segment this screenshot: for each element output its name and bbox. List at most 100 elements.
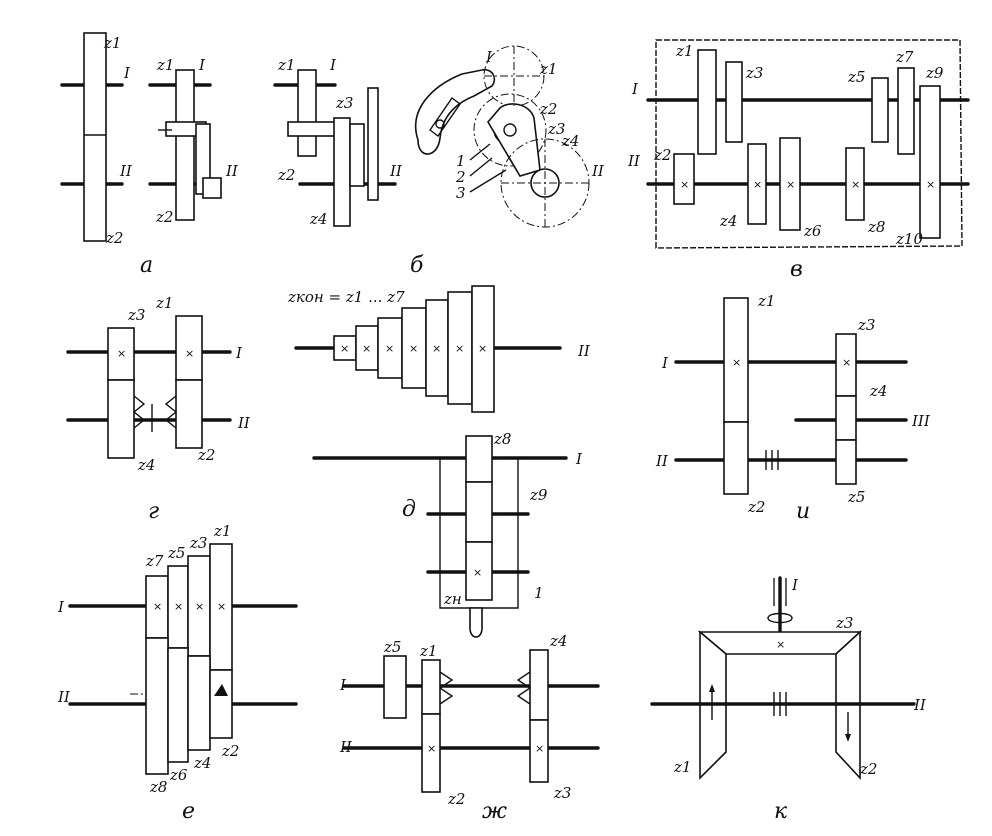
label-z2: z2 — [221, 742, 239, 760]
label-shaft-II: II — [339, 738, 353, 756]
label-z6: z6 — [169, 766, 188, 784]
label-z3: z3 — [189, 534, 207, 552]
label-z5: z5 — [847, 488, 865, 506]
svg-text:×: × — [195, 600, 204, 613]
label-shaft-I: I — [575, 450, 583, 468]
caption-d: д — [402, 497, 416, 522]
svg-text:×: × — [776, 638, 785, 651]
panel-v: × × × × × z1 z3 z5 z7 z9 I II z2 z4 z6 z… — [627, 39, 970, 282]
label-shaft-I: I — [339, 676, 347, 694]
svg-text:×: × — [851, 178, 860, 191]
caption-zh: ж — [482, 799, 507, 824]
svg-text:×: × — [340, 342, 349, 355]
label-2: 2 — [455, 168, 466, 186]
label-zn: zн — [443, 590, 462, 608]
panel-a: z1 I II z2 z1 I II z2 а — [60, 32, 239, 278]
svg-text:×: × — [427, 742, 436, 755]
svg-text:×: × — [117, 347, 126, 360]
label-shaft-III: III — [911, 412, 931, 430]
panel-i: × × z1 z3 z4 I II III z2 z5 и — [655, 292, 931, 524]
label-shaft-II: II — [627, 152, 641, 170]
label-z1: z1 — [675, 42, 693, 60]
panel-e: × × × × z7 z5 z3 z1 I II z8 z6 z4 z2 е — [57, 522, 298, 824]
label-z5: z5 — [383, 638, 401, 656]
svg-text:×: × — [926, 178, 935, 191]
label-1: 1 — [456, 152, 466, 170]
svg-text:×: × — [185, 347, 194, 360]
label-z1: z1 — [213, 522, 231, 540]
label-shaft-I-k: I — [485, 48, 493, 66]
svg-text:×: × — [455, 342, 464, 355]
label-z4: z4 — [137, 456, 155, 474]
label-z2: z2 — [859, 760, 877, 778]
svg-text:×: × — [409, 342, 418, 355]
caption-b: б — [410, 253, 424, 278]
panel-zh: × × z5 z1 z4 I II z2 z3 ж — [339, 632, 600, 824]
caption-g: г — [148, 499, 159, 524]
panel-b: z1 I z2 z3 II z4 I z1 z2 z3 z4 II 1 2 3 … — [273, 45, 605, 278]
panel-k: × I z3 II z1 z2 к — [650, 576, 927, 824]
label-z1: z1 — [757, 292, 775, 310]
label-z1b: z1 — [156, 56, 174, 74]
label-shaft-Ib: I — [198, 56, 206, 74]
label-z3: z3 — [745, 64, 763, 82]
svg-text:×: × — [842, 356, 851, 369]
svg-text:×: × — [680, 178, 689, 191]
label-z4: z4 — [869, 382, 887, 400]
caption-e: е — [182, 799, 195, 824]
label-z7: z7 — [895, 48, 914, 66]
label-z8: z8 — [867, 218, 885, 236]
svg-text:×: × — [174, 600, 183, 613]
label-shaft-II: II — [57, 688, 71, 706]
label-z2b: z2 — [155, 208, 173, 226]
label-z2-k: z2 — [539, 100, 557, 118]
label-z3: z3 — [335, 94, 353, 112]
label-z1-k: z1 — [539, 60, 557, 78]
svg-text:×: × — [473, 566, 482, 579]
label-z3: z3 — [835, 614, 853, 632]
label-z1: z1 — [103, 34, 121, 52]
label-z7: z7 — [145, 552, 164, 570]
label-z1: z1 — [673, 758, 691, 776]
svg-text:×: × — [732, 356, 741, 369]
label-shaft-I: I — [631, 80, 639, 98]
label-z8: z8 — [149, 778, 167, 796]
svg-text:×: × — [217, 600, 226, 613]
panel-d: zкон = z1 ... z7 × × × × × × × II × z8 I — [287, 285, 591, 638]
label-z2: z2 — [653, 146, 671, 164]
svg-text:×: × — [478, 342, 487, 355]
caption-v: в — [790, 257, 803, 282]
label-shaft-II: II — [237, 414, 251, 432]
label-shaft-I: I — [791, 576, 799, 594]
label-shaft-II: II — [913, 696, 927, 714]
label-shaft-II: II — [119, 162, 133, 180]
label-z5: z5 — [847, 68, 865, 86]
label-z6: z6 — [803, 222, 822, 240]
caption-k: к — [774, 799, 788, 824]
label-shaft-IIb: II — [225, 162, 239, 180]
panel-g: × × z3 z1 I II z4 z2 г — [66, 294, 251, 524]
label-shaft-I: I — [329, 56, 337, 74]
label-z1: z1 — [419, 642, 437, 660]
caption-i: и — [796, 499, 810, 524]
label-z9: z9 — [925, 64, 944, 82]
svg-text:×: × — [385, 342, 394, 355]
label-z4: z4 — [549, 632, 567, 650]
label-shaft-II: II — [655, 452, 669, 470]
label-shaft-I: I — [123, 64, 131, 82]
formula-zkon: zкон = z1 ... z7 — [287, 288, 405, 306]
label-z1: z1 — [277, 56, 295, 74]
label-z9: z9 — [529, 486, 548, 504]
label-3: 3 — [456, 184, 466, 202]
label-z10: z10 — [895, 230, 923, 248]
label-z2: z2 — [277, 166, 295, 184]
label-1: 1 — [534, 584, 544, 602]
svg-text:×: × — [362, 342, 371, 355]
label-z4: z4 — [309, 210, 327, 228]
svg-text:×: × — [753, 178, 762, 191]
svg-text:×: × — [432, 342, 441, 355]
label-z8: z8 — [493, 430, 511, 448]
label-z4: z4 — [193, 754, 211, 772]
svg-text:×: × — [153, 600, 162, 613]
